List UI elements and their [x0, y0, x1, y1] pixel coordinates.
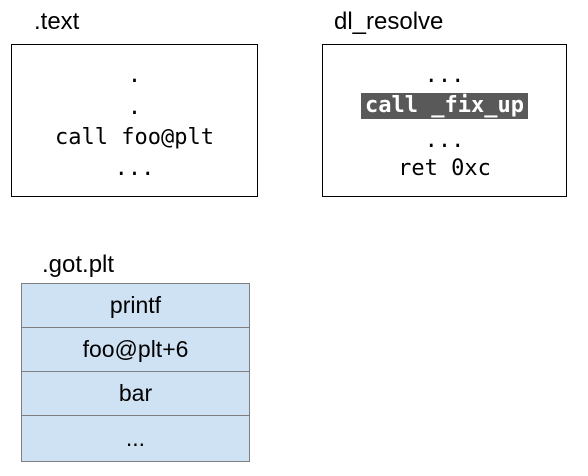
got-entry-printf: printf — [22, 284, 249, 328]
text-section-line-call-foo: call foo@plt — [55, 125, 214, 150]
dl-resolve-box: ... call _fix_up ... ret 0xc — [322, 44, 567, 197]
dl-resolve-line-1: ... — [424, 63, 465, 88]
text-section-box: . . call foo@plt ... — [11, 44, 258, 197]
dl-resolve-line-call-fix-up: call _fix_up — [323, 93, 566, 119]
dl-resolve-line-3: ... — [424, 128, 465, 153]
text-section-line-2: . — [127, 95, 142, 120]
got-entry-bar: bar — [22, 372, 249, 416]
got-entry-foo-plt: foo@plt+6 — [22, 328, 249, 372]
dl-resolve-line-ret: ret 0xc — [398, 156, 491, 181]
got-plt-table: printf foo@plt+6 bar ... — [21, 283, 250, 462]
got-entry-ellipsis: ... — [22, 416, 249, 461]
highlighted-call-fix-up: call _fix_up — [361, 93, 528, 119]
text-section-label: .text — [34, 8, 80, 35]
got-plt-label: .got.plt — [42, 251, 115, 278]
dl-resolve-label: dl_resolve — [334, 8, 444, 35]
text-section-line-ellipsis: ... — [114, 156, 155, 181]
text-section-line-1: . — [127, 63, 142, 88]
